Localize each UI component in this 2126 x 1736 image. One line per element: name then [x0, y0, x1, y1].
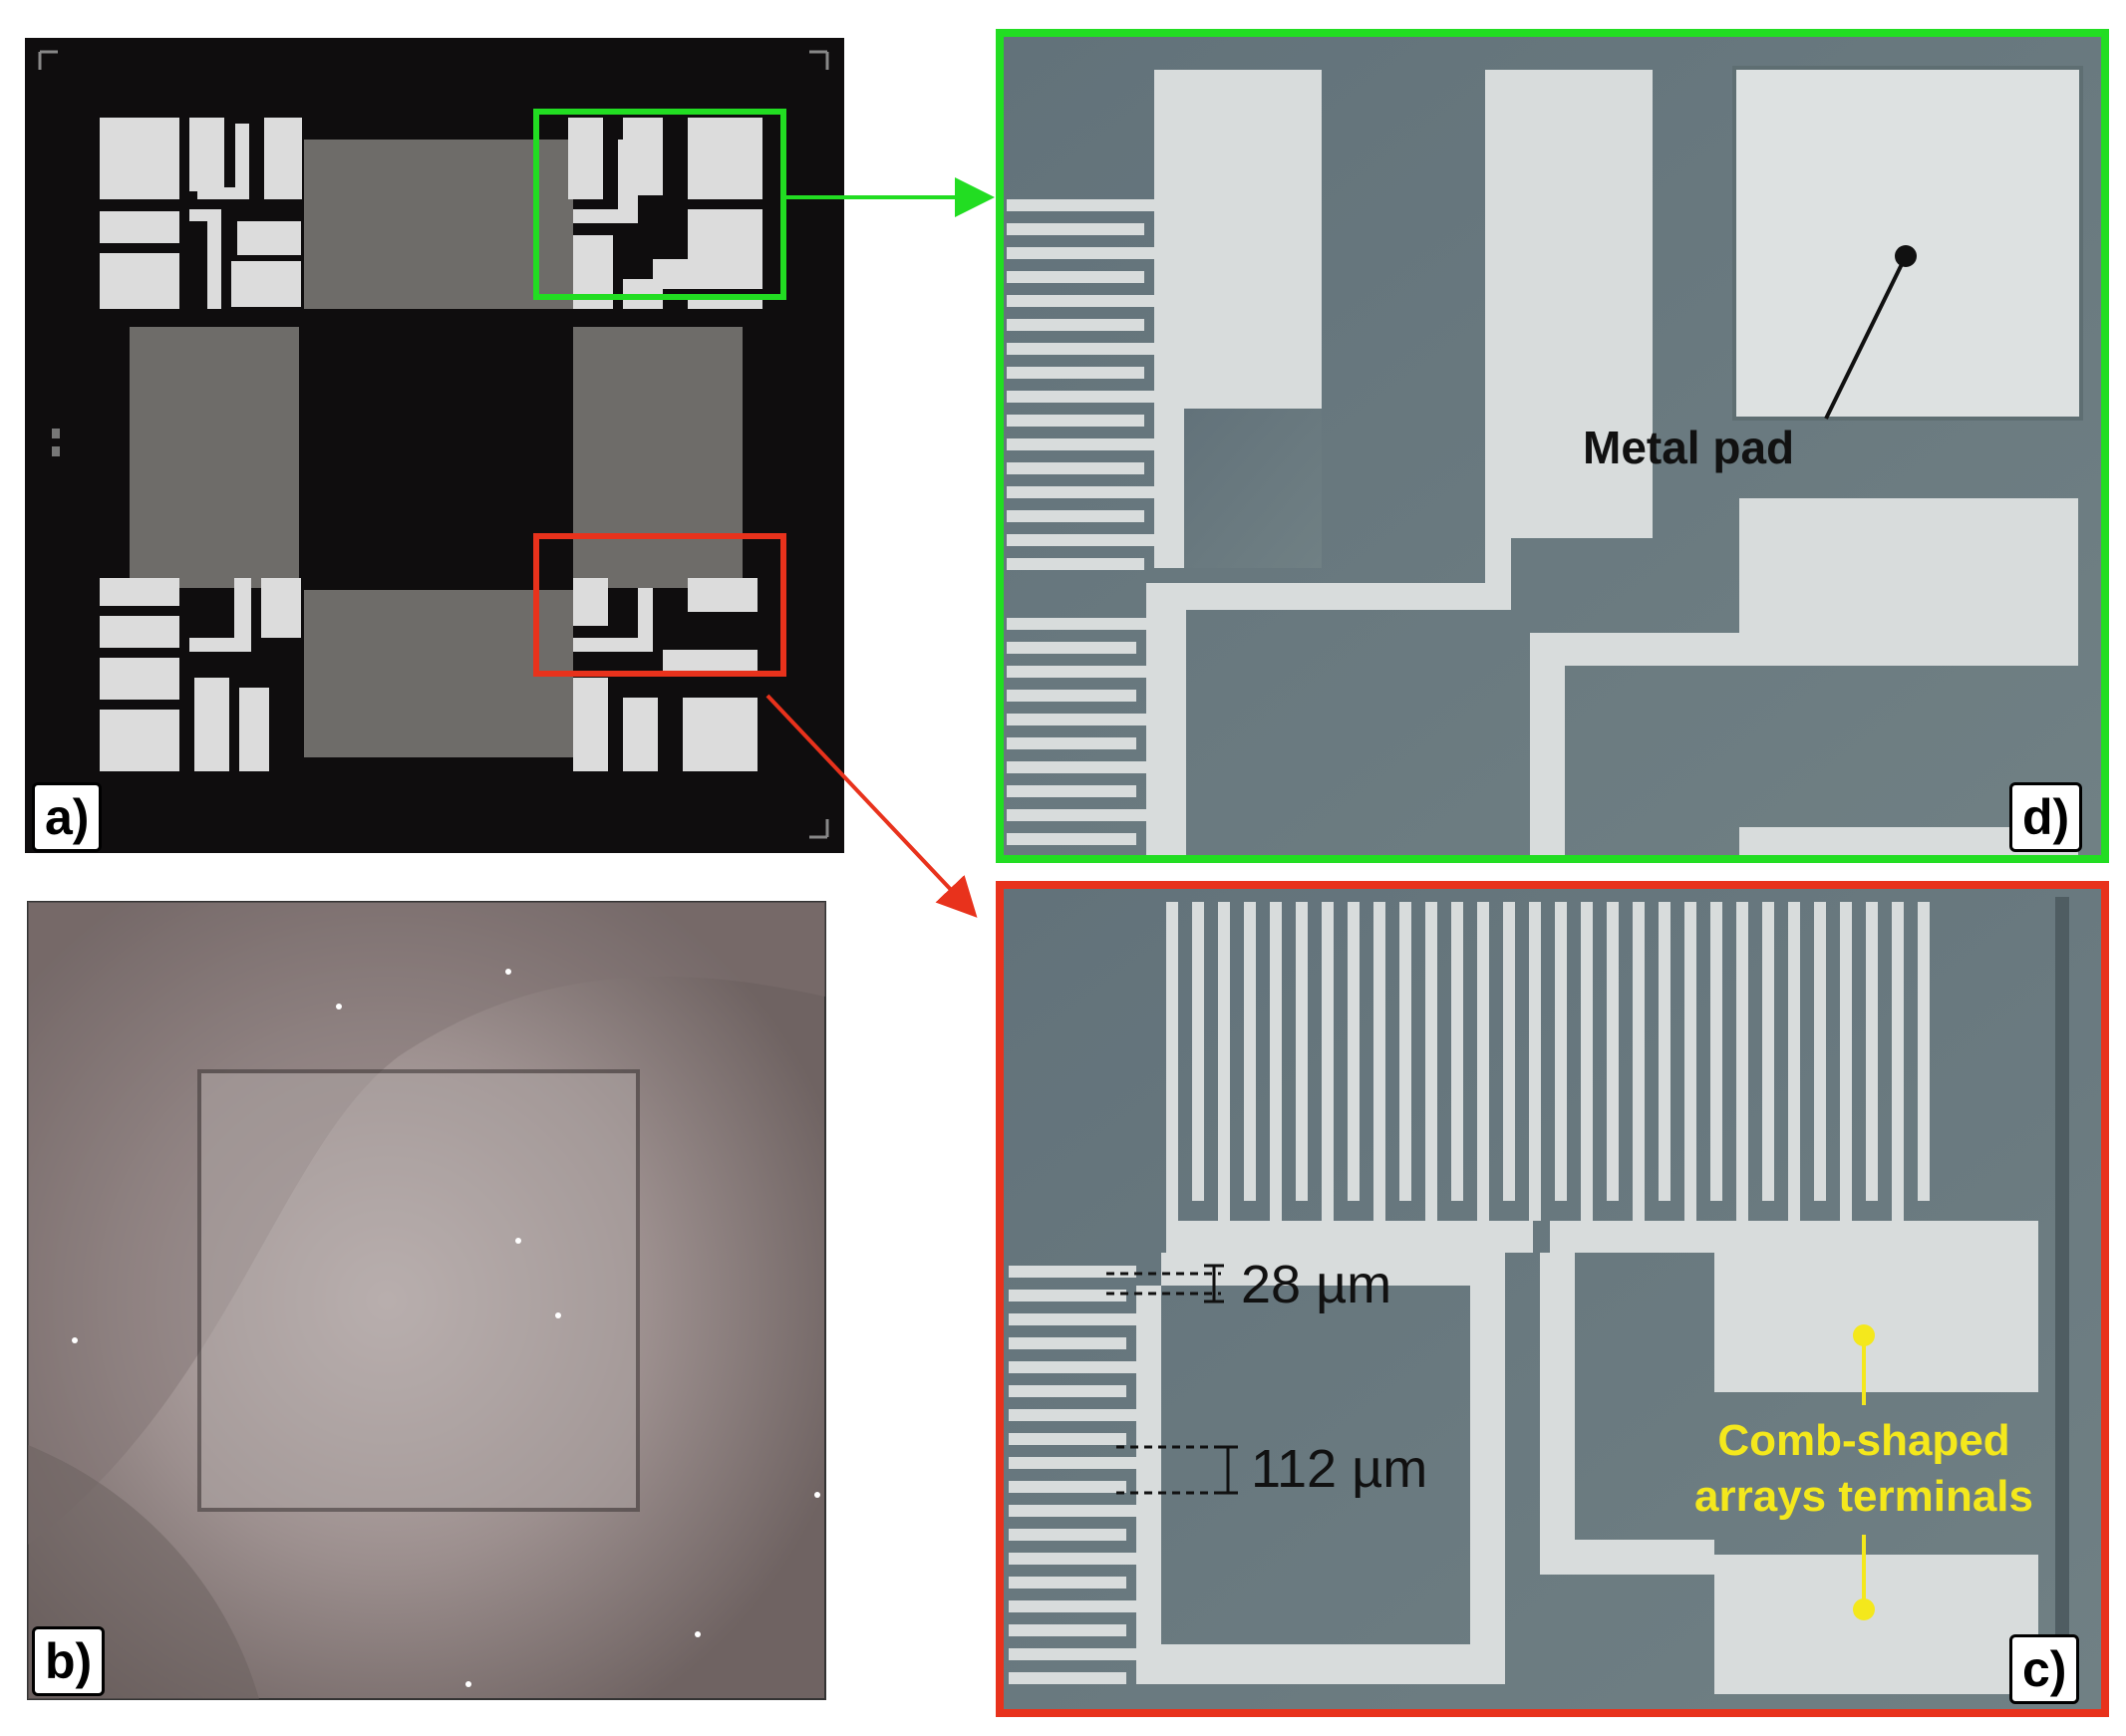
terminals-label-line1: Comb-shaped	[1717, 1416, 2010, 1465]
film-top	[304, 140, 573, 309]
corner-mark	[809, 50, 829, 70]
film-square	[197, 1069, 640, 1512]
panel-b	[27, 901, 826, 1700]
metal-pad-label: Metal pad	[1583, 422, 1795, 473]
panel-label-b: b)	[32, 1626, 106, 1696]
terminal-pad-upper	[1714, 1253, 2038, 1392]
corner-mark	[809, 819, 829, 839]
panel-d	[996, 29, 2109, 863]
film-right	[573, 327, 743, 588]
panel-a	[25, 38, 844, 853]
terminals-label-line2: arrays terminals	[1694, 1472, 2033, 1521]
panel-label-a: a)	[32, 782, 103, 852]
panel-c	[996, 881, 2109, 1717]
terminal-pointer-dot-lower	[1853, 1598, 1875, 1620]
measure-28um-label: 28 µm	[1241, 1255, 1392, 1314]
electrode-cluster-top-left	[100, 118, 302, 309]
electrode-cluster-bottom-left	[100, 578, 301, 771]
metal-pad	[1732, 66, 2083, 421]
terminal-pointer-dot-upper	[1853, 1324, 1875, 1346]
arrow-to-panel-c	[765, 694, 978, 918]
highlight-green-box	[533, 109, 786, 300]
panel-label-d: d)	[2009, 782, 2083, 852]
terminals-label: Comb-shaped arrays terminals	[1665, 1413, 2063, 1525]
panel-label-c: c)	[2009, 1634, 2080, 1704]
panel-d-border	[996, 29, 2109, 863]
electrode-cluster-bottom-right	[573, 578, 758, 771]
corner-mark	[38, 50, 58, 70]
comb-fingers-d	[1007, 199, 1154, 845]
measure-28um	[1106, 1264, 1224, 1303]
highlight-red-box	[533, 533, 786, 677]
electrode-cluster-top-right	[568, 118, 762, 309]
film-bottom	[304, 590, 573, 757]
comb-fingers-c-horizontal	[1009, 1266, 1136, 1684]
measure-112um-label: 112 µm	[1251, 1439, 1428, 1499]
comb-fingers-c-vertical	[1166, 902, 1930, 1221]
metal-arm	[1485, 70, 1653, 538]
panel-c-border	[996, 881, 2109, 1717]
measure-112um	[1116, 1445, 1238, 1495]
film-left	[130, 327, 299, 588]
pad-pointer-dot	[1895, 245, 1917, 267]
pad-pointer	[1824, 255, 1908, 420]
